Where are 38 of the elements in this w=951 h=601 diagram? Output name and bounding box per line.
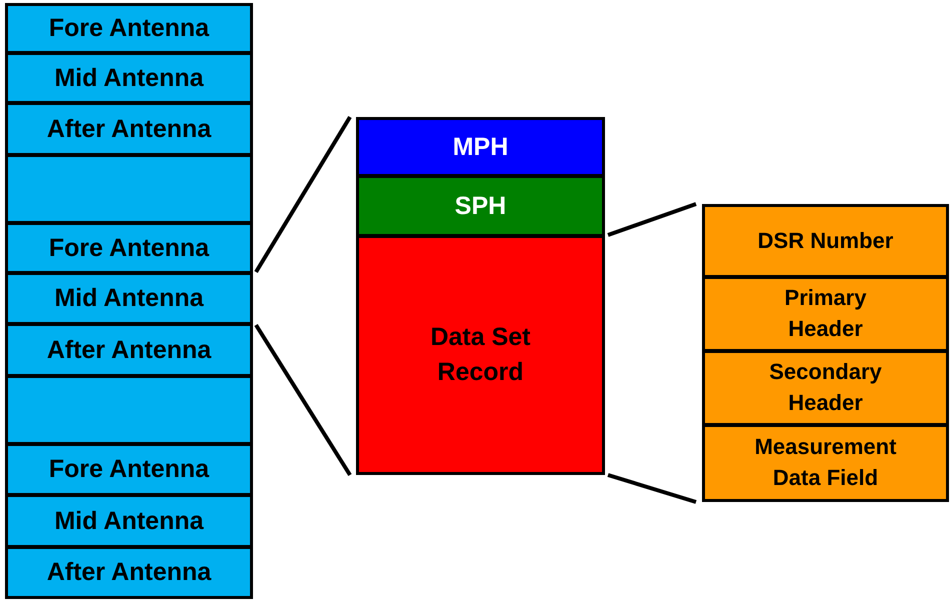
empty-cell: [5, 154, 253, 224]
expansion-line: [607, 473, 697, 504]
cell-label: Fore Antenna: [48, 13, 210, 44]
header-block: [356, 175, 605, 237]
cell-label: Mid Antenna: [54, 283, 204, 314]
expansion-line: [254, 116, 352, 274]
cell-label: After Antenna: [46, 557, 212, 588]
antenna-cell: [5, 52, 253, 104]
cell-label: Secondary Header: [768, 358, 883, 417]
antenna-cell: [5, 443, 253, 496]
field-cell: [702, 350, 949, 426]
field-cell: [702, 276, 949, 352]
cell-label: After Antenna: [46, 114, 212, 144]
cell-label: Fore Antenna: [48, 232, 210, 264]
cell-label: DSR Number: [756, 226, 894, 255]
expansion-line: [607, 202, 697, 237]
antenna-cell: [5, 102, 253, 156]
cell-label: Data Set Record: [429, 322, 532, 388]
cell-label: Primary Header: [784, 284, 868, 343]
cell-label: Mid Antenna: [54, 506, 204, 536]
cell-label: SPH: [454, 190, 506, 222]
antenna-cell: [5, 546, 253, 599]
cell-label: Fore Antenna: [48, 454, 210, 485]
cell-label: Measurement Data Field: [754, 433, 898, 492]
cell-label: After Antenna: [46, 334, 212, 366]
expansion-line: [254, 324, 352, 476]
antenna-cell: [5, 494, 253, 548]
field-cell: [702, 204, 949, 278]
antenna-cell: [5, 222, 253, 274]
antenna-cell: [5, 3, 253, 54]
record-block: [356, 235, 605, 475]
header-block: [356, 117, 605, 177]
cell-label: Mid Antenna: [54, 62, 204, 94]
antenna-cell: [5, 272, 253, 325]
cell-label: MPH: [452, 132, 508, 162]
field-cell: [702, 424, 949, 502]
antenna-cell: [5, 323, 253, 377]
empty-cell: [5, 375, 253, 445]
